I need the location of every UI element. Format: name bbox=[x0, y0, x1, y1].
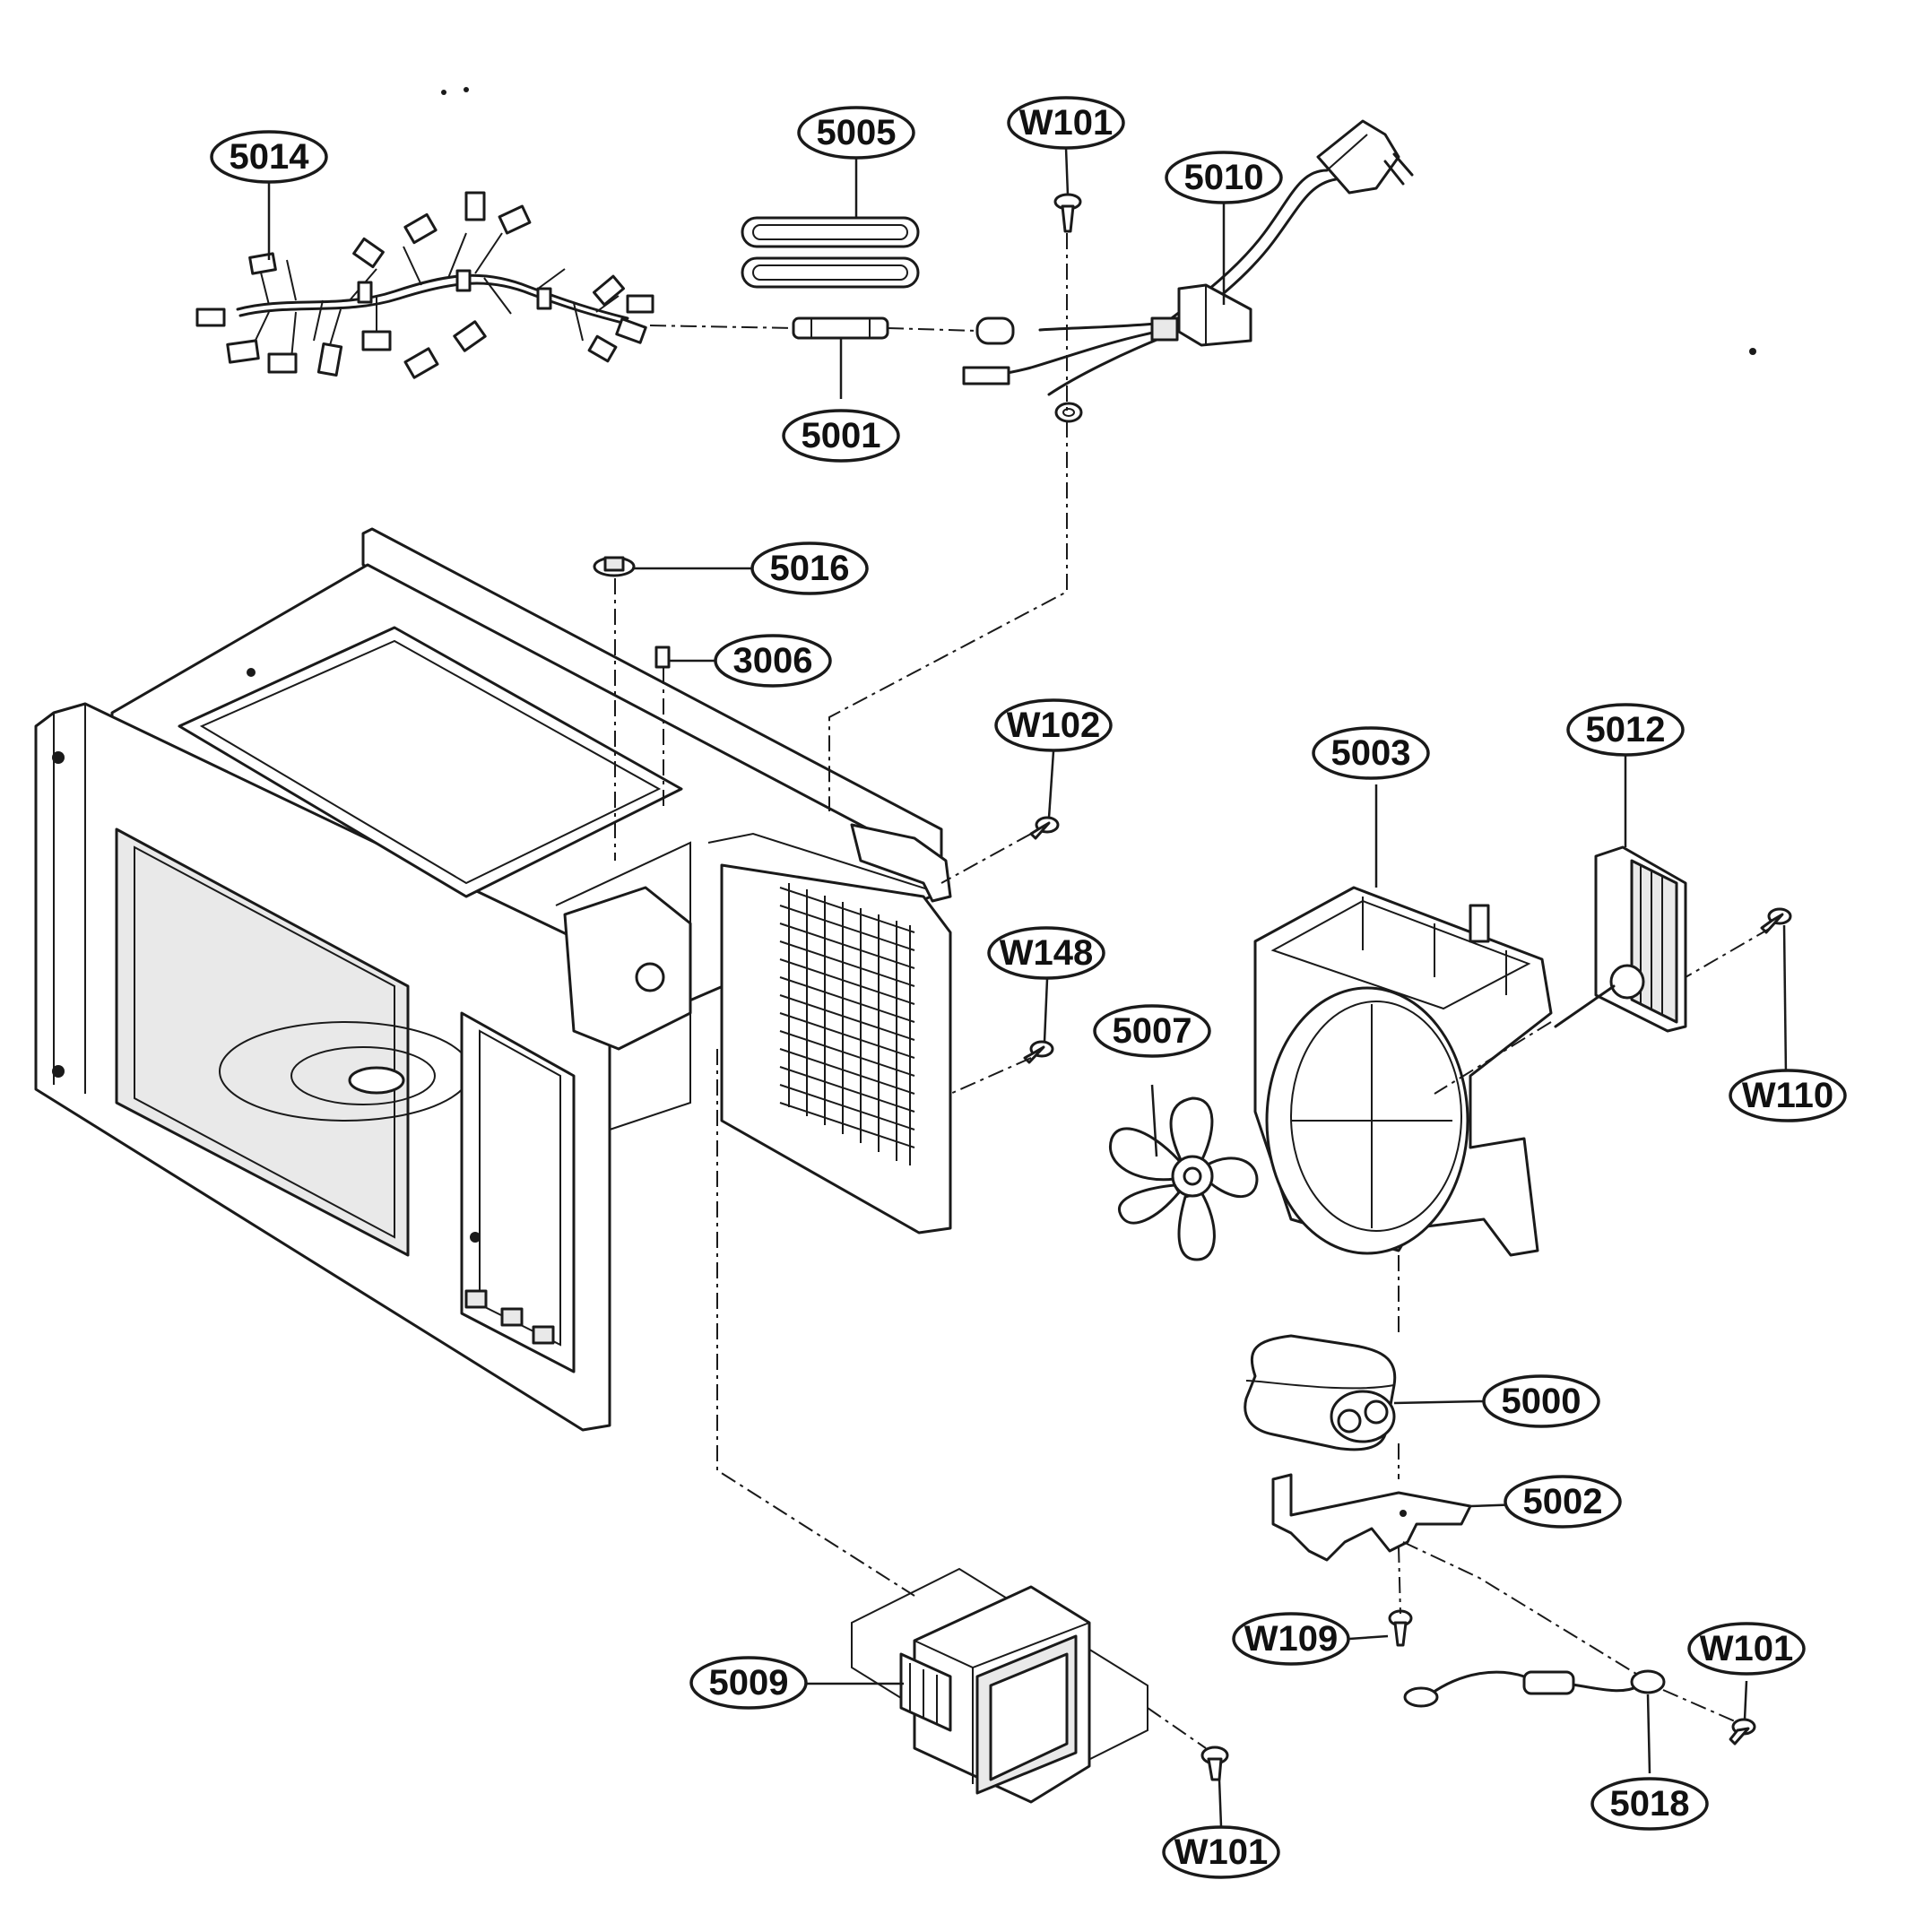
thermostat-5016 bbox=[593, 556, 636, 577]
callout-w110-label: W110 bbox=[1742, 1076, 1833, 1115]
fuse-clips-5005 bbox=[741, 216, 920, 289]
power-cord-5010 bbox=[962, 119, 1414, 396]
callout-5012: 5012 bbox=[1566, 703, 1685, 757]
callout-5016-label: 5016 bbox=[770, 549, 850, 588]
callout-w109: W109 bbox=[1232, 1612, 1350, 1666]
wire-harness-5014 bbox=[195, 191, 654, 379]
callout-w109-label: W109 bbox=[1244, 1619, 1339, 1659]
fan-blade-5007 bbox=[1108, 1096, 1259, 1261]
capacitor-bracket-5002 bbox=[1271, 1473, 1472, 1562]
callout-5014-label: 5014 bbox=[230, 137, 310, 177]
callout-5012-label: 5012 bbox=[1586, 710, 1666, 749]
callout-5000: 5000 bbox=[1482, 1374, 1600, 1428]
screw-w101-bottom bbox=[1200, 1746, 1229, 1781]
screw-w101-right bbox=[1729, 1718, 1756, 1746]
callout-w102-label: W102 bbox=[1007, 706, 1101, 745]
callout-w148: W148 bbox=[987, 926, 1105, 980]
callout-5001: 5001 bbox=[782, 409, 900, 463]
callout-w101-top-label: W101 bbox=[1019, 103, 1114, 143]
callout-5007: 5007 bbox=[1093, 1004, 1211, 1058]
screw-w110 bbox=[1760, 907, 1792, 934]
callout-w101-right: W101 bbox=[1687, 1622, 1806, 1676]
part-3006 bbox=[654, 645, 671, 669]
callout-w101-bottom: W101 bbox=[1162, 1825, 1280, 1879]
cavity-chassis bbox=[34, 527, 952, 1432]
transformer-5009 bbox=[851, 1567, 1148, 1804]
screw-w109 bbox=[1388, 1609, 1413, 1647]
callout-5009-label: 5009 bbox=[709, 1663, 789, 1702]
speck bbox=[464, 87, 469, 92]
callout-5003: 5003 bbox=[1312, 726, 1430, 780]
vent-grid bbox=[779, 883, 915, 1165]
callout-5018-label: 5018 bbox=[1610, 1784, 1690, 1824]
callout-w101-top: W101 bbox=[1007, 96, 1125, 150]
callout-5016: 5016 bbox=[750, 541, 869, 595]
speck bbox=[441, 90, 446, 95]
fuse-5001 bbox=[792, 316, 889, 340]
callout-5005-label: 5005 bbox=[817, 113, 897, 152]
part-5012 bbox=[1554, 845, 1687, 1033]
leader-lines bbox=[267, 147, 1788, 1827]
callout-5010: 5010 bbox=[1165, 151, 1283, 204]
speck bbox=[1749, 348, 1756, 355]
callout-5005: 5005 bbox=[797, 106, 915, 160]
callout-w102: W102 bbox=[994, 698, 1113, 752]
callout-5003-label: 5003 bbox=[1331, 733, 1411, 773]
callout-w148-label: W148 bbox=[1000, 933, 1094, 973]
ground-wire-5018 bbox=[1403, 1669, 1666, 1708]
callout-5009: 5009 bbox=[689, 1656, 808, 1710]
callout-5002: 5002 bbox=[1504, 1475, 1622, 1529]
callout-w110: W110 bbox=[1729, 1069, 1847, 1122]
callout-5000-label: 5000 bbox=[1502, 1382, 1582, 1421]
capacitor-5000 bbox=[1244, 1334, 1397, 1451]
callout-w101-bottom-label: W101 bbox=[1174, 1832, 1269, 1872]
callout-5002-label: 5002 bbox=[1523, 1482, 1603, 1521]
callout-5010-label: 5010 bbox=[1184, 158, 1264, 197]
callout-w101-right-label: W101 bbox=[1700, 1629, 1794, 1668]
callout-3006: 3006 bbox=[714, 634, 832, 688]
callout-5001-label: 5001 bbox=[802, 416, 881, 455]
callout-5018: 5018 bbox=[1590, 1777, 1709, 1831]
screw-w102 bbox=[1029, 816, 1060, 840]
fan-bracket-5003 bbox=[1253, 886, 1553, 1257]
assembly-guide-lines bbox=[614, 233, 1772, 1749]
callout-3006-label: 3006 bbox=[733, 641, 813, 680]
callout-5014: 5014 bbox=[210, 130, 328, 184]
callout-5007-label: 5007 bbox=[1113, 1011, 1192, 1051]
